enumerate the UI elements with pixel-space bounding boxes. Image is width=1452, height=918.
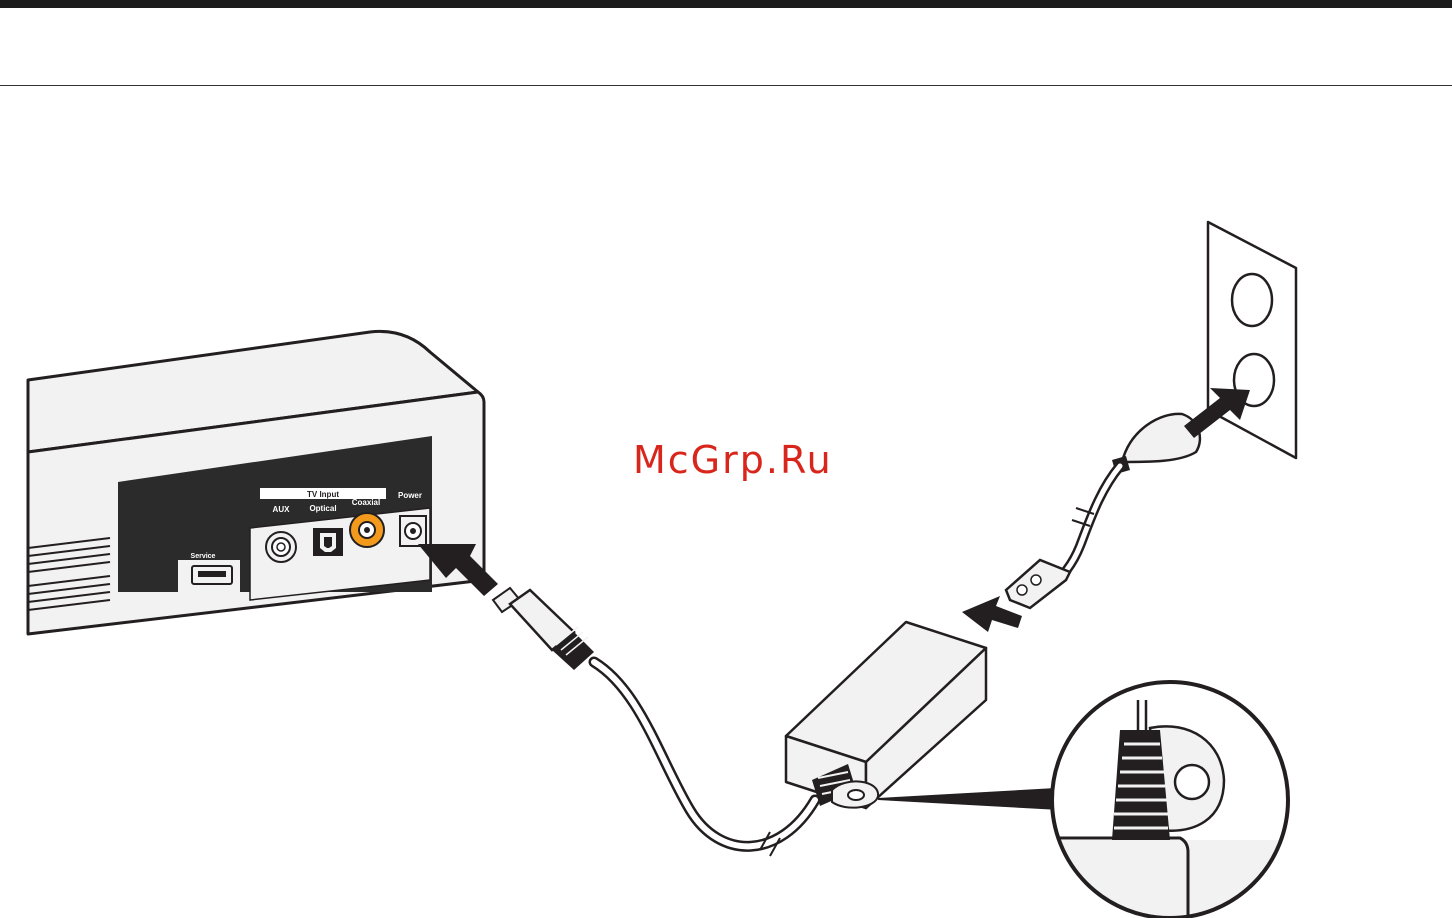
dc-plug xyxy=(493,588,594,670)
coaxial-label: Coaxial xyxy=(352,498,380,507)
service-label: Service xyxy=(191,553,216,560)
power-adapter-icon xyxy=(786,622,986,808)
power-label: Power xyxy=(398,491,422,500)
service-port-slot xyxy=(198,571,226,577)
soundbar: Service TV Input AUX Optical Coaxial Pow… xyxy=(28,331,484,634)
aux-jack[interactable] xyxy=(266,532,296,562)
watermark: McGrp.Ru xyxy=(633,438,833,482)
ac-cable xyxy=(1054,466,1120,584)
power-jack[interactable] xyxy=(400,516,426,546)
adapter-input-plug xyxy=(1006,560,1070,608)
coaxial-jack[interactable] xyxy=(350,513,384,547)
dc-cable xyxy=(594,662,815,856)
aux-label: AUX xyxy=(273,505,291,514)
wall-plug xyxy=(1112,414,1200,474)
optical-label: Optical xyxy=(309,504,336,513)
wall-outlet-icon xyxy=(1208,222,1296,458)
tv-input-label: TV Input xyxy=(307,490,339,499)
optical-jack[interactable] xyxy=(313,528,343,556)
